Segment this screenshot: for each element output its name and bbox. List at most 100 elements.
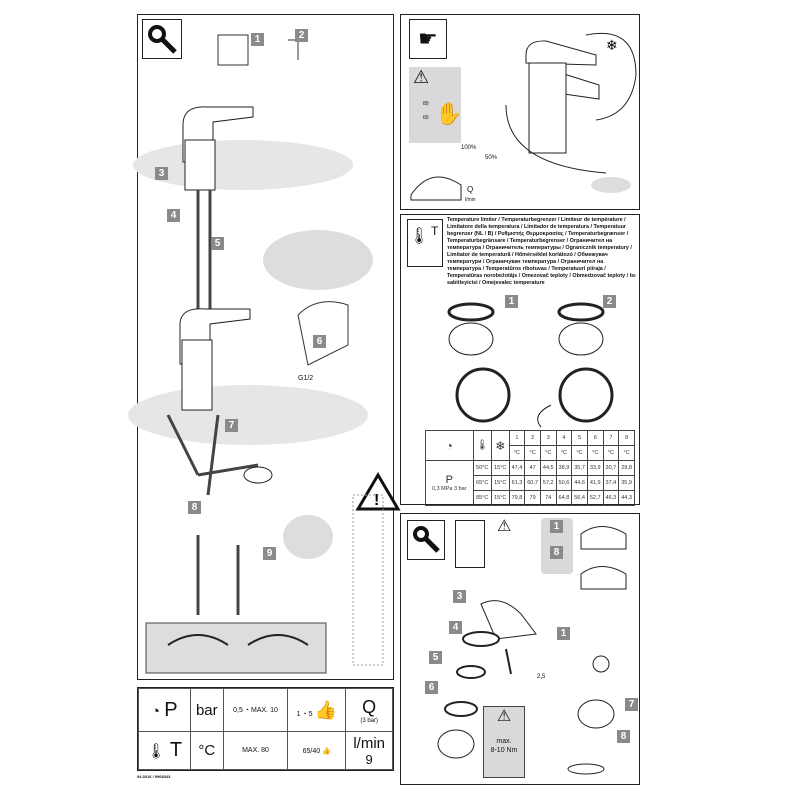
dimension-label: 2,5 bbox=[537, 674, 546, 680]
temp-high: 65 bbox=[302, 747, 311, 755]
q-label: Q bbox=[467, 185, 474, 194]
step-2: 2 bbox=[295, 29, 308, 42]
t-letter: T bbox=[431, 224, 439, 238]
maintenance-panel: ⚠ 1 8 3 4 5 6 1 7 8 2,5 ⚠ max. 8-10 Nm bbox=[400, 513, 640, 785]
table-cell: 15°C bbox=[490, 490, 510, 506]
temp-letter: T bbox=[169, 739, 183, 761]
step-1: 1 bbox=[251, 33, 264, 46]
pos-header: 4 bbox=[555, 430, 573, 446]
svg-text:❄: ❄ bbox=[606, 37, 618, 53]
table-cell: 85°C bbox=[472, 490, 492, 506]
table-cell: 29,8 bbox=[618, 460, 635, 476]
table-cell: 44,5 bbox=[539, 460, 557, 476]
table-cell: 44,6 bbox=[571, 475, 588, 491]
celsius-unit: °C bbox=[189, 731, 224, 770]
faucet-operation-illustration: ❄ bbox=[410, 32, 637, 201]
rec-high: 5 bbox=[308, 710, 313, 718]
table-cell: 15°C bbox=[490, 460, 510, 476]
limiter-title: Temperature limiter / Temperaturbegrenze… bbox=[447, 217, 636, 286]
table-cell: 64,8 bbox=[555, 490, 573, 506]
unit-cell: °C bbox=[508, 445, 526, 461]
faucet-illustration: ! bbox=[128, 30, 401, 674]
bar-unit: bar bbox=[189, 688, 224, 732]
thermometer-icon: 🌡 bbox=[409, 228, 430, 245]
thumbs-up-icon: 👍 bbox=[314, 699, 337, 720]
pointing-hand-icon: ☛ bbox=[418, 26, 438, 51]
table-cell: 37,4 bbox=[602, 475, 620, 491]
table-cell: 57,2 bbox=[539, 475, 557, 491]
pointing-hand-box: ☛ bbox=[409, 19, 447, 59]
wrench-icon-box bbox=[142, 19, 182, 59]
unit-cell: °C bbox=[618, 445, 635, 461]
table-cell: 15°C bbox=[490, 475, 510, 491]
table-cell: 60,7 bbox=[524, 475, 541, 491]
pos-header: 1 bbox=[508, 430, 526, 446]
disassembly-illustration bbox=[437, 526, 627, 775]
step-7: 7 bbox=[625, 698, 638, 711]
min-pressure: 0,5 bbox=[233, 706, 243, 714]
max-pressure: 10 bbox=[270, 706, 278, 714]
warning-icon: ⚠ bbox=[497, 518, 512, 535]
table-cell: 50,6 bbox=[555, 475, 573, 491]
flow-note: (3 bar) bbox=[360, 717, 378, 724]
gauge-icon: ◔ bbox=[425, 430, 474, 461]
torque-value: 8-10 Nm bbox=[490, 747, 518, 754]
unit-cell: °C bbox=[586, 445, 604, 461]
pressure-letter: P bbox=[164, 698, 178, 721]
flow-50-label: 50% bbox=[485, 155, 498, 161]
table-cell: 61,3 bbox=[508, 475, 526, 491]
pressure-note: 0,3 MPa 3 bar bbox=[431, 486, 467, 492]
flow-100-label: 100% bbox=[461, 145, 477, 151]
pos-header: 5 bbox=[571, 430, 588, 446]
step-4: 4 bbox=[167, 209, 180, 222]
table-cell: 74 bbox=[539, 490, 557, 506]
step-6: 6 bbox=[425, 681, 438, 694]
temperature-limiter-panel: 🌡T Temperature limiter / Temperaturbegre… bbox=[400, 214, 640, 506]
pos-header: 7 bbox=[602, 430, 620, 446]
warning-icon: ⚠ bbox=[496, 708, 512, 725]
table-cell: 35,7 bbox=[571, 460, 588, 476]
pos-header: 6 bbox=[586, 430, 604, 446]
table-cell: 79 bbox=[524, 490, 541, 506]
torque-warning: ⚠ max. 8-10 Nm bbox=[483, 706, 525, 778]
pos-header: 2 bbox=[524, 430, 541, 446]
unit-cell: °C bbox=[539, 445, 557, 461]
thermometer-icon-box: 🌡T bbox=[407, 219, 443, 267]
table-cell: 33,9 bbox=[586, 460, 604, 476]
unit-cell: °C bbox=[555, 445, 573, 461]
step-3: 3 bbox=[155, 167, 168, 180]
pos-header: 3 bbox=[539, 430, 557, 446]
thread-label: G1/2 bbox=[298, 375, 314, 382]
flow-letter: Q bbox=[362, 696, 377, 717]
step-8b: 8 bbox=[617, 730, 630, 743]
sequence-box: 1 8 bbox=[541, 518, 573, 574]
thermo-mark: 60 bbox=[423, 115, 429, 121]
table-cell: 38,9 bbox=[555, 460, 573, 476]
torque-label: max. bbox=[496, 738, 512, 745]
max-temp: MAX. 80 bbox=[222, 731, 289, 770]
table-cell: 65°C bbox=[472, 475, 492, 491]
table-cell: 41,9 bbox=[586, 475, 604, 491]
table-cell: 47,4 bbox=[508, 460, 526, 476]
thermometer-icon: 🌡 bbox=[146, 743, 166, 760]
step-7: 7 bbox=[225, 419, 238, 432]
gauge-icon: ◔ bbox=[151, 702, 161, 720]
step-8: 8 bbox=[188, 501, 201, 514]
max-label: MAX. bbox=[250, 706, 269, 714]
wrench-icon bbox=[413, 526, 440, 553]
table-cell: 30,7 bbox=[602, 460, 620, 476]
step-4: 4 bbox=[449, 621, 462, 634]
seq-step-1: 1 bbox=[550, 520, 563, 533]
table-cell: 56,4 bbox=[571, 490, 588, 506]
pos-header: 8 bbox=[618, 430, 635, 446]
step-6: 6 bbox=[313, 335, 326, 348]
table-cell: 50°C bbox=[472, 460, 492, 476]
step-1b: 1 bbox=[557, 627, 570, 640]
installation-panel: ! G1/2 1 2 3 4 5 6 7 8 9 bbox=[128, 14, 401, 680]
